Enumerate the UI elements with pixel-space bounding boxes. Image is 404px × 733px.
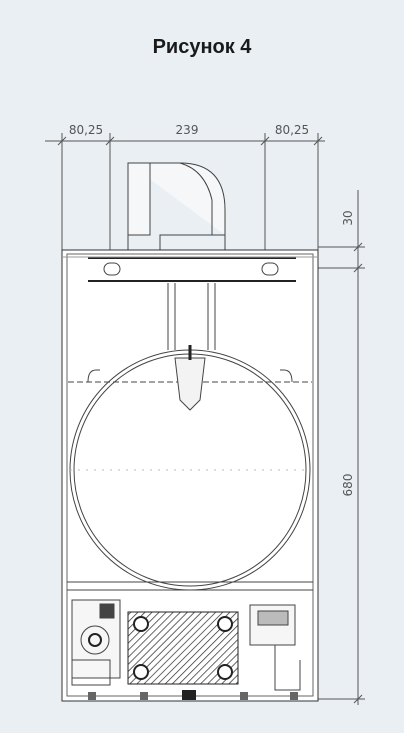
dim-left-offset: 80,25: [69, 123, 103, 137]
plate-heat-exchanger: [127, 611, 239, 685]
pump-assembly: [71, 599, 121, 686]
top-dimension-lines: [45, 133, 325, 250]
flue-elbow: [127, 162, 226, 250]
diverter-valve: [249, 604, 301, 691]
right-dimension-lines: [318, 190, 365, 705]
dim-center-width: 239: [176, 123, 199, 137]
dim-right-offset: 80,25: [275, 123, 309, 137]
bottom-connections: [88, 690, 298, 700]
dim-body-height: 680: [341, 474, 355, 497]
dim-top-offset: 30: [341, 210, 355, 225]
mounting-rail: [62, 256, 318, 282]
figure-title: Рисунок 4: [152, 36, 252, 58]
